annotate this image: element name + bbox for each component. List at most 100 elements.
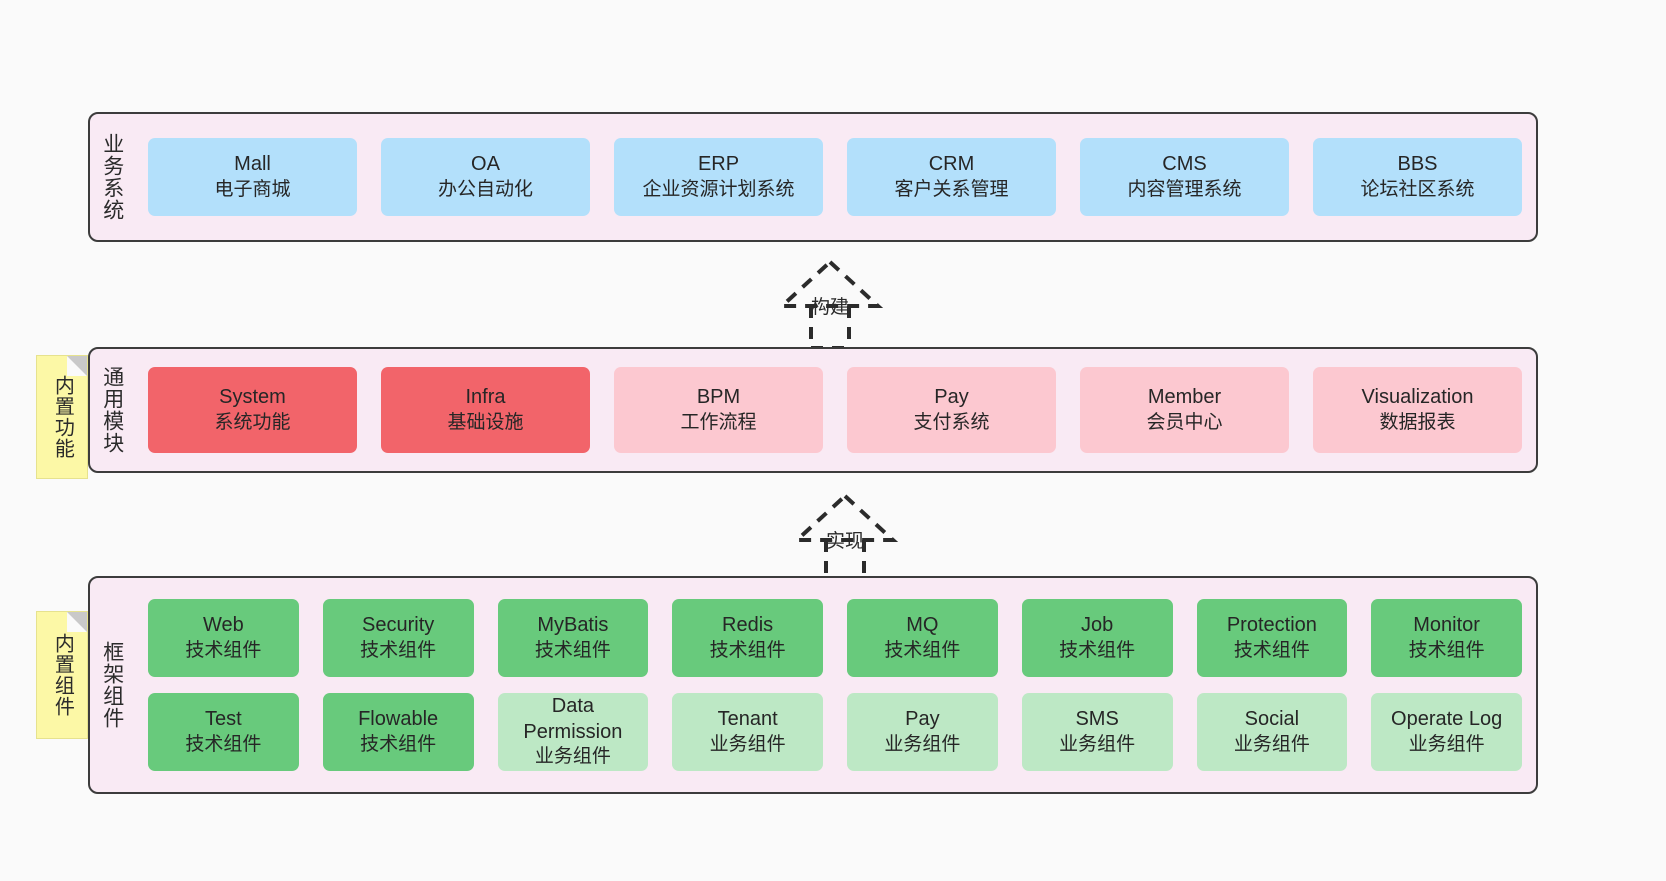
node-title: Security <box>362 614 435 637</box>
node-oa[interactable]: OA 办公自动化 <box>381 138 590 216</box>
node-tenant[interactable]: Tenant 业务组件 <box>672 693 823 771</box>
node-subtitle: 会员中心 <box>1146 411 1223 433</box>
node-title: Redis <box>722 614 774 637</box>
node-subtitle: 业务组件 <box>1233 733 1310 755</box>
node-sms[interactable]: SMS 业务组件 <box>1021 693 1173 771</box>
node-subtitle: 系统功能 <box>214 411 291 433</box>
layer-body-common-modules: System 系统功能 Infra 基础设施 BPM 工作流程 Pay 支付系统… <box>134 349 1536 471</box>
node-subtitle: 技术组件 <box>1408 639 1485 661</box>
node-operate-log[interactable]: Operate Log 业务组件 <box>1371 693 1522 771</box>
node-title: System <box>219 386 286 409</box>
layer-title-business-system: 业务系统 <box>100 133 124 221</box>
node-monitor[interactable]: Monitor 技术组件 <box>1371 599 1522 677</box>
node-title: Test <box>205 708 242 731</box>
layer-business-system: 业务系统 Mall 电子商城 OA 办公自动化 ERP 企业资源计划系统 CRM… <box>88 112 1538 242</box>
note-builtin-features: 内置功能 <box>36 355 88 479</box>
node-title: Pay <box>905 708 940 731</box>
node-redis[interactable]: Redis 技术组件 <box>672 599 823 677</box>
node-infra[interactable]: Infra 基础设施 <box>381 367 590 453</box>
node-subtitle: 业务组件 <box>709 733 786 755</box>
node-erp[interactable]: ERP 企业资源计划系统 <box>614 138 823 216</box>
node-subtitle: 技术组件 <box>185 639 262 661</box>
node-title: Operate Log <box>1391 708 1503 731</box>
layer-title-common-modules: 通用模块 <box>100 366 124 454</box>
node-title: Data Permission <box>523 695 623 743</box>
node-cms[interactable]: CMS 内容管理系统 <box>1080 138 1289 216</box>
node-pay-component[interactable]: Pay 业务组件 <box>847 693 998 771</box>
node-security[interactable]: Security 技术组件 <box>322 599 474 677</box>
node-title: CRM <box>928 153 975 176</box>
node-mall[interactable]: Mall 电子商城 <box>148 138 357 216</box>
layer-body-business-system: Mall 电子商城 OA 办公自动化 ERP 企业资源计划系统 CRM 客户关系… <box>134 114 1536 240</box>
node-subtitle: 技术组件 <box>185 733 262 755</box>
node-subtitle: 业务组件 <box>1408 733 1485 755</box>
node-bpm[interactable]: BPM 工作流程 <box>614 367 823 453</box>
node-title: MyBatis <box>537 614 609 637</box>
node-protection[interactable]: Protection 技术组件 <box>1196 599 1348 677</box>
node-title: Visualization <box>1361 386 1474 409</box>
node-subtitle: 技术组件 <box>1233 639 1310 661</box>
node-title: BPM <box>696 386 741 409</box>
node-subtitle: 技术组件 <box>884 639 961 661</box>
node-mq[interactable]: MQ 技术组件 <box>847 599 998 677</box>
node-title: Monitor <box>1413 614 1480 637</box>
node-title: Web <box>202 614 244 637</box>
node-title: Tenant <box>717 708 778 731</box>
node-web[interactable]: Web 技术组件 <box>148 599 299 677</box>
node-title: OA <box>471 153 500 176</box>
node-title: CMS <box>1162 153 1207 176</box>
node-pay-module[interactable]: Pay 支付系统 <box>847 367 1056 453</box>
node-job[interactable]: Job 技术组件 <box>1021 599 1173 677</box>
layer-body-framework-components: Web 技术组件 Security 技术组件 MyBatis 技术组件 Redi… <box>134 578 1536 792</box>
node-title: MQ <box>906 614 939 637</box>
node-test[interactable]: Test 技术组件 <box>148 693 299 771</box>
node-subtitle: 技术组件 <box>1059 639 1136 661</box>
node-system[interactable]: System 系统功能 <box>148 367 357 453</box>
node-subtitle: 技术组件 <box>709 639 786 661</box>
node-visualization[interactable]: Visualization 数据报表 <box>1313 367 1522 453</box>
node-bbs[interactable]: BBS 论坛社区系统 <box>1313 138 1522 216</box>
node-subtitle: 客户关系管理 <box>894 178 1009 200</box>
node-title: BBS <box>1397 153 1438 176</box>
node-subtitle: 业务组件 <box>884 733 961 755</box>
node-row: Test 技术组件 Flowable 技术组件 Data Permission … <box>148 693 1522 771</box>
note-label: 内置组件 <box>51 633 74 717</box>
node-title: Protection <box>1226 614 1317 637</box>
layer-framework-components: 框架组件 Web 技术组件 Security 技术组件 MyBatis 技术组件… <box>88 576 1538 794</box>
connector-implement: 实现 <box>750 488 940 588</box>
node-title: Mall <box>234 153 271 176</box>
node-subtitle: 支付系统 <box>913 411 990 433</box>
node-flowable[interactable]: Flowable 技术组件 <box>322 693 474 771</box>
node-subtitle: 内容管理系统 <box>1127 178 1242 200</box>
node-title: Job <box>1081 614 1114 637</box>
node-subtitle: 技术组件 <box>360 733 437 755</box>
node-title: ERP <box>697 153 740 176</box>
node-subtitle: 业务组件 <box>534 746 611 768</box>
node-crm[interactable]: CRM 客户关系管理 <box>847 138 1056 216</box>
node-subtitle: 工作流程 <box>680 411 757 433</box>
layer-common-modules: 通用模块 System 系统功能 Infra 基础设施 BPM 工作流程 Pay… <box>88 347 1538 473</box>
node-data-permission[interactable]: Data Permission 业务组件 <box>497 693 649 771</box>
node-social[interactable]: Social 业务组件 <box>1196 693 1348 771</box>
connector-label-build: 构建 <box>810 297 850 318</box>
node-row: Web 技术组件 Security 技术组件 MyBatis 技术组件 Redi… <box>148 599 1522 677</box>
node-row: Mall 电子商城 OA 办公自动化 ERP 企业资源计划系统 CRM 客户关系… <box>148 138 1522 216</box>
node-title: SMS <box>1075 708 1119 731</box>
node-subtitle: 办公自动化 <box>437 178 533 200</box>
node-subtitle: 企业资源计划系统 <box>642 178 795 200</box>
node-subtitle: 电子商城 <box>214 178 291 200</box>
note-label: 内置功能 <box>51 375 74 459</box>
node-member[interactable]: Member 会员中心 <box>1080 367 1289 453</box>
layer-title-framework-components: 框架组件 <box>100 641 124 729</box>
node-subtitle: 业务组件 <box>1059 733 1136 755</box>
connector-build: 构建 <box>735 254 925 354</box>
node-mybatis[interactable]: MyBatis 技术组件 <box>497 599 649 677</box>
node-title: Flowable <box>358 708 439 731</box>
node-row: System 系统功能 Infra 基础设施 BPM 工作流程 Pay 支付系统… <box>148 367 1522 453</box>
node-subtitle: 技术组件 <box>360 639 437 661</box>
node-subtitle: 基础设施 <box>447 411 524 433</box>
connector-label-implement: 实现 <box>825 531 865 552</box>
node-title: Pay <box>934 386 969 409</box>
node-title: Infra <box>465 386 506 409</box>
